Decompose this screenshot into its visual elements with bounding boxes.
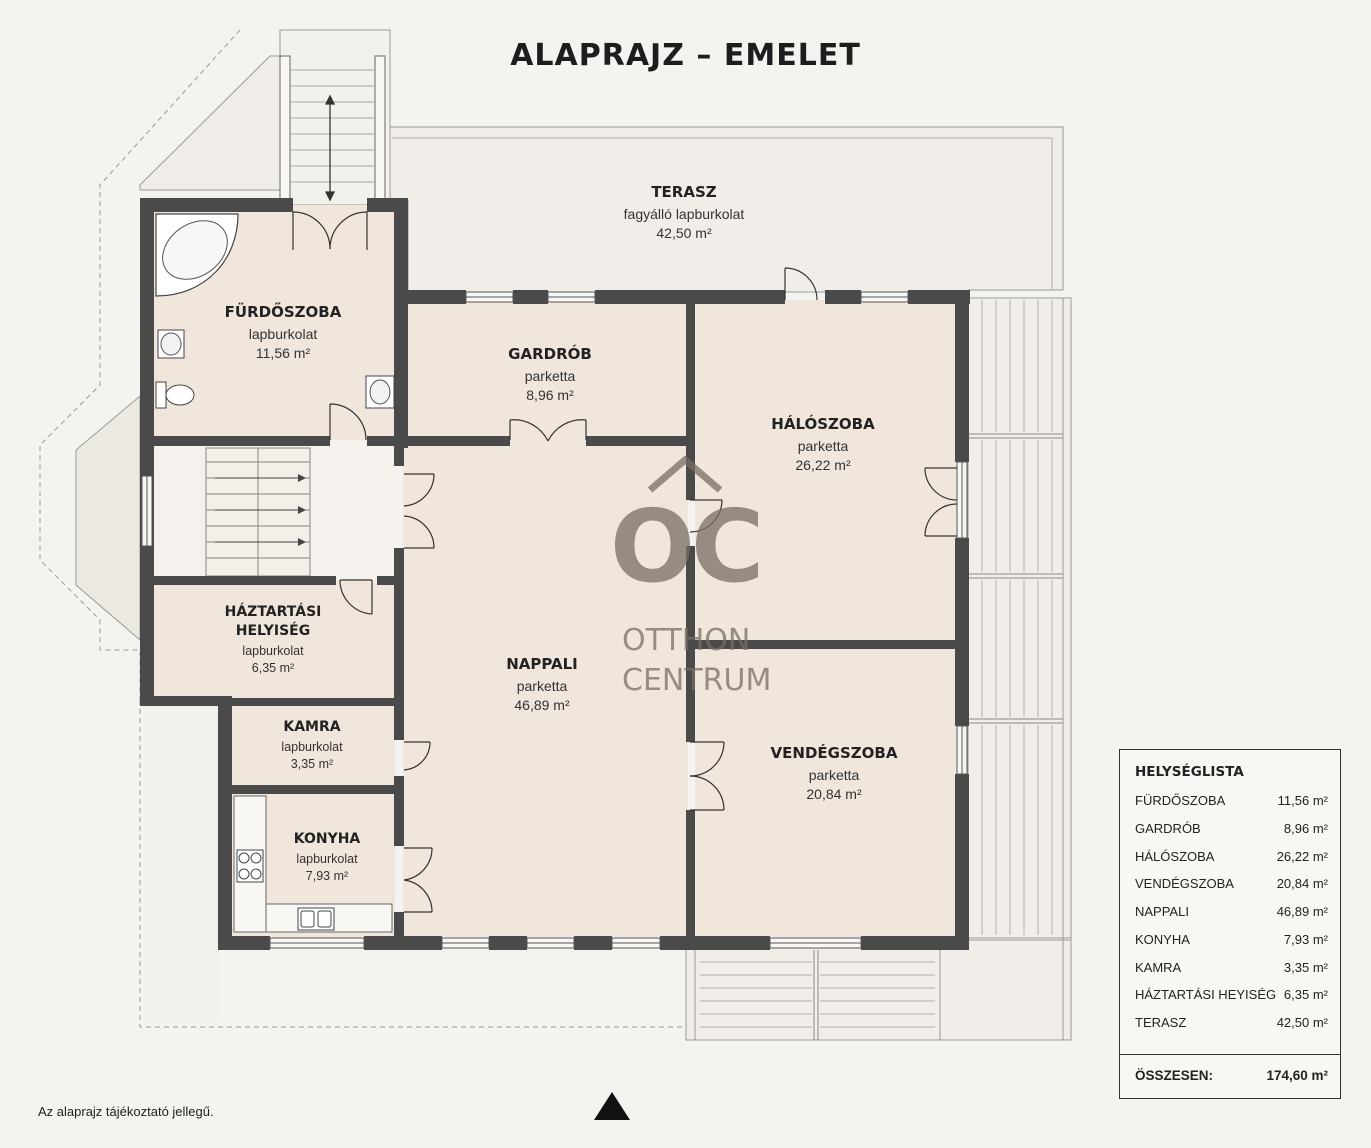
legend-room-name: KAMRA: [1135, 960, 1182, 975]
room-area: 3,35 m²: [290, 756, 334, 771]
room-material: parketta: [524, 368, 576, 385]
legend-row: HÁZTARTÁSI HEYISÉG 6,35 m²: [1135, 987, 1328, 1007]
room-legend: HELYSÉGLISTA FÜRDŐSZOBA 11,56 m² GARDRÓB…: [1119, 749, 1341, 1099]
legend-row: HÁLÓSZOBA 26,22 m²: [1135, 849, 1328, 869]
sink-icon: [365, 375, 395, 409]
room-name: GARDRÓB: [508, 345, 592, 363]
room-label-gardrob: GARDRÓB parketta 8,96 m²: [470, 344, 630, 405]
inner-staircase: [205, 447, 311, 577]
room-material: parketta: [516, 678, 568, 695]
room-label-haloszoba: HÁLÓSZOBA parketta 26,22 m²: [743, 414, 903, 475]
legend-room-name: FÜRDŐSZOBA: [1135, 793, 1226, 808]
legend-room-area: 7,93 m²: [1283, 932, 1328, 947]
disclaimer-note: Az alaprajz tájékoztató jellegű.: [38, 1104, 214, 1119]
room-label-vendegszoba: VENDÉGSZOBA parketta 20,84 m²: [743, 743, 925, 804]
legend-room-area: 11,56 m²: [1277, 793, 1328, 808]
legend-row: TERASZ 42,50 m²: [1135, 1015, 1328, 1035]
room-material: fagyálló lapburkolat: [623, 206, 745, 223]
room-material: parketta: [808, 767, 860, 784]
room-area: 11,56 m²: [255, 345, 311, 362]
windows: [141, 291, 968, 949]
room-material: lapburkolat: [242, 643, 304, 658]
legend-row: VENDÉGSZOBA 20,84 m²: [1135, 876, 1328, 896]
page-title: ALAPRAJZ – EMELET: [510, 38, 861, 73]
room-label-konyha: KONYHA lapburkolat 7,93 m²: [257, 830, 397, 885]
external-staircase: [279, 29, 391, 207]
legend-row: NAPPALI 46,89 m²: [1135, 904, 1328, 924]
legend-total-value: 174,60 m²: [1266, 1068, 1328, 1083]
legend-room-name: GARDRÓB: [1135, 821, 1201, 836]
legend-room-area: 3,35 m²: [1283, 960, 1328, 975]
room-name: FÜRDŐSZOBA: [224, 303, 342, 321]
room-area: 7,93 m²: [305, 868, 349, 883]
room-name: VENDÉGSZOBA: [770, 744, 898, 762]
walls: [140, 198, 970, 950]
legend-row: FÜRDŐSZOBA 11,56 m²: [1135, 793, 1328, 813]
stair-arrow-icon: [324, 94, 336, 202]
room-label-kamra: KAMRA lapburkolat 3,35 m²: [242, 718, 382, 773]
legend-room-area: 42,50 m²: [1276, 1015, 1328, 1030]
room-area: 8,96 m²: [526, 387, 574, 404]
room-material: parketta: [797, 438, 849, 455]
terrace-slats: [686, 298, 1072, 1041]
room-material: lapburkolat: [248, 326, 318, 343]
legend-total-label: ÖSSZESEN:: [1135, 1068, 1214, 1083]
watermark-line2: CENTRUM: [622, 663, 772, 698]
legend-room-area: 6,35 m²: [1283, 987, 1328, 1002]
legend-room-area: 20,84 m²: [1276, 876, 1328, 891]
legend-room-area: 8,96 m²: [1283, 821, 1328, 836]
room-area: 46,89 m²: [514, 697, 570, 714]
legend-row: GARDRÓB 8,96 m²: [1135, 821, 1328, 841]
bathtub-icon: [155, 213, 239, 297]
watermark-line1: OTTHON: [622, 623, 751, 658]
room-name: TERASZ: [651, 183, 717, 201]
watermark-logo: [647, 455, 723, 493]
room-label-furdoszoba: FÜRDŐSZOBA lapburkolat 11,56 m²: [198, 302, 368, 363]
legend-room-area: 46,89 m²: [1276, 904, 1328, 919]
room-label-nappali: NAPPALI parketta 46,89 m²: [462, 654, 622, 715]
room-area: 42,50 m²: [656, 225, 712, 242]
north-arrow-icon: [594, 1092, 630, 1120]
room-material: lapburkolat: [296, 851, 358, 866]
legend-divider: [1120, 1054, 1340, 1055]
doors: [292, 211, 958, 913]
room-name-line2: HELYISÉG: [235, 622, 311, 639]
room-name: KAMRA: [283, 719, 341, 735]
legend-room-name: KONYHA: [1135, 932, 1190, 947]
legend-room-name: TERASZ: [1135, 1015, 1187, 1030]
room-name: HÁZTARTÁSI: [224, 604, 322, 620]
room-name: KONYHA: [293, 831, 361, 847]
room-area: 20,84 m²: [806, 786, 862, 803]
legend-title: HELYSÉGLISTA: [1135, 764, 1244, 780]
legend-room-name: HÁLÓSZOBA: [1135, 849, 1215, 864]
room-area: 6,35 m²: [251, 660, 295, 675]
legend-room-name: NAPPALI: [1135, 904, 1189, 919]
room-name: HÁLÓSZOBA: [771, 415, 875, 433]
stove-icon: [236, 849, 264, 883]
room-label-terasz: TERASZ fagyálló lapburkolat 42,50 m²: [584, 182, 784, 243]
room-area: 26,22 m²: [795, 457, 851, 474]
toilet-icon: [155, 381, 195, 409]
room-label-haztartasi: HÁZTARTÁSI HELYISÉG lapburkolat 6,35 m²: [193, 603, 353, 677]
legend-row: KAMRA 3,35 m²: [1135, 960, 1328, 980]
watermark-logo-letters: OC: [610, 488, 764, 605]
kitchen-sink-icon: [297, 907, 335, 931]
legend-row: KONYHA 7,93 m²: [1135, 932, 1328, 952]
sink-icon: [157, 329, 185, 359]
legend-room-area: 26,22 m²: [1276, 849, 1328, 864]
legend-room-name: VENDÉGSZOBA: [1135, 876, 1234, 891]
legend-room-name: HÁZTARTÁSI HEYISÉG: [1135, 987, 1277, 1002]
room-name: NAPPALI: [506, 655, 578, 673]
room-material: lapburkolat: [281, 739, 343, 754]
